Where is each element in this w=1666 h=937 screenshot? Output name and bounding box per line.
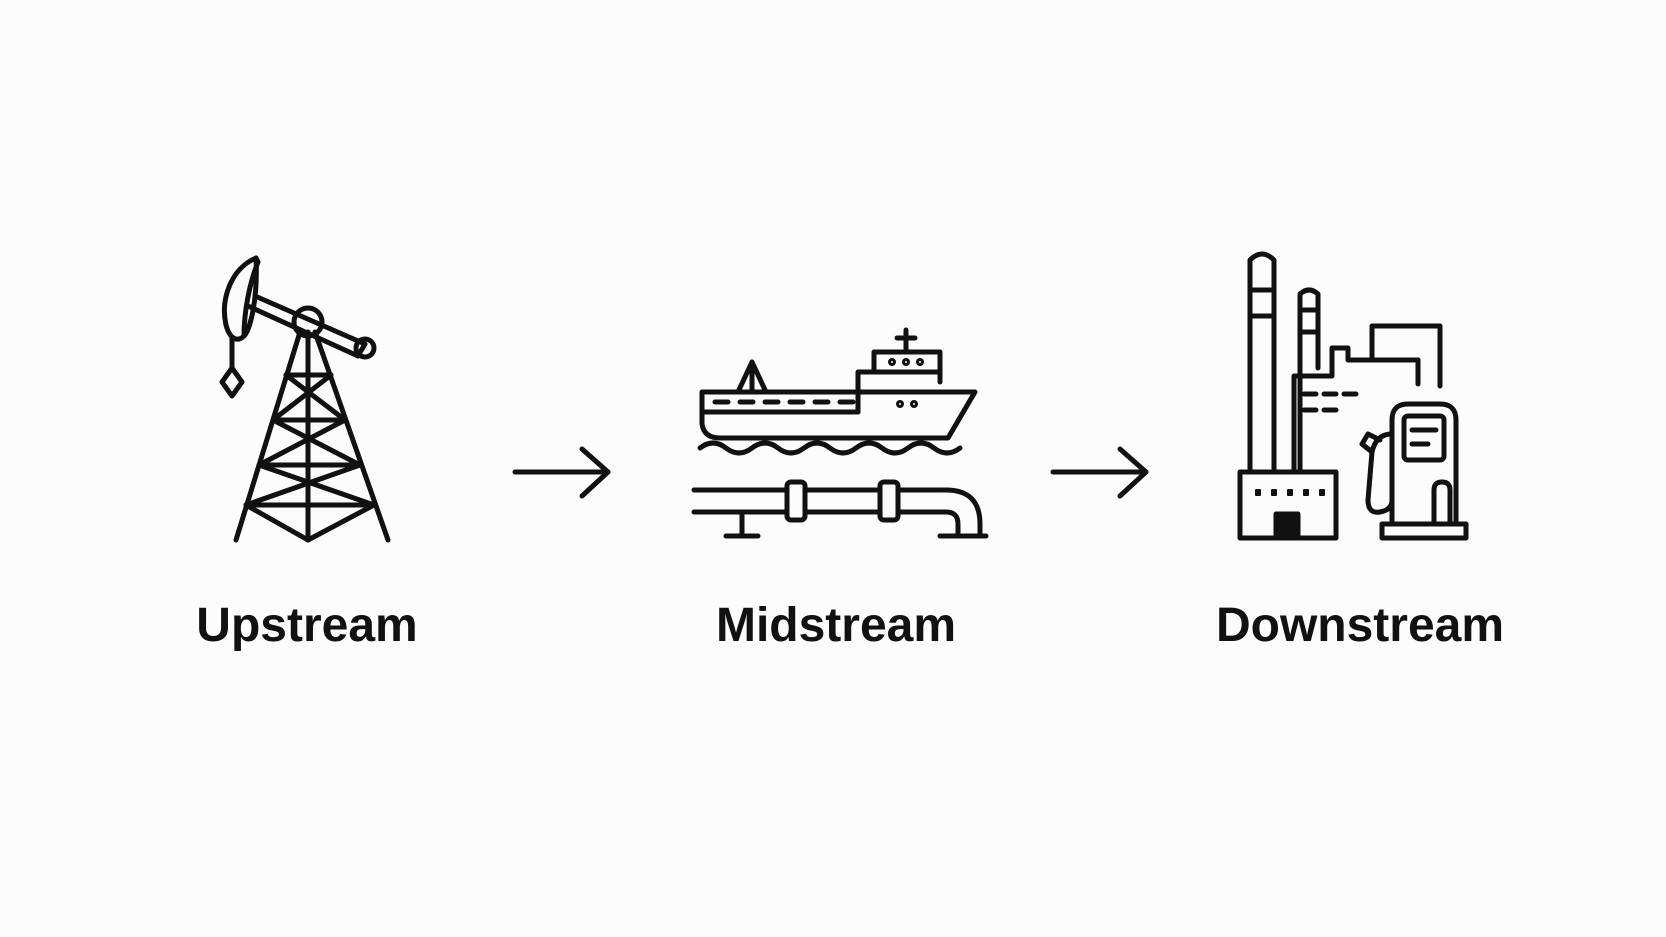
stage-label-upstream: Upstream — [196, 599, 418, 652]
arrow-right-icon — [512, 446, 611, 499]
stage-label-downstream: Downstream — [1215, 599, 1505, 652]
stage-label-midstream: Midstream — [715, 599, 957, 652]
tanker-ship-and-pipeline-icon — [691, 327, 989, 539]
arrow-right-icon — [1050, 446, 1149, 499]
refinery-and-fuel-pump-icon — [1237, 251, 1469, 541]
oil-pump-jack-derrick-icon — [219, 255, 391, 543]
